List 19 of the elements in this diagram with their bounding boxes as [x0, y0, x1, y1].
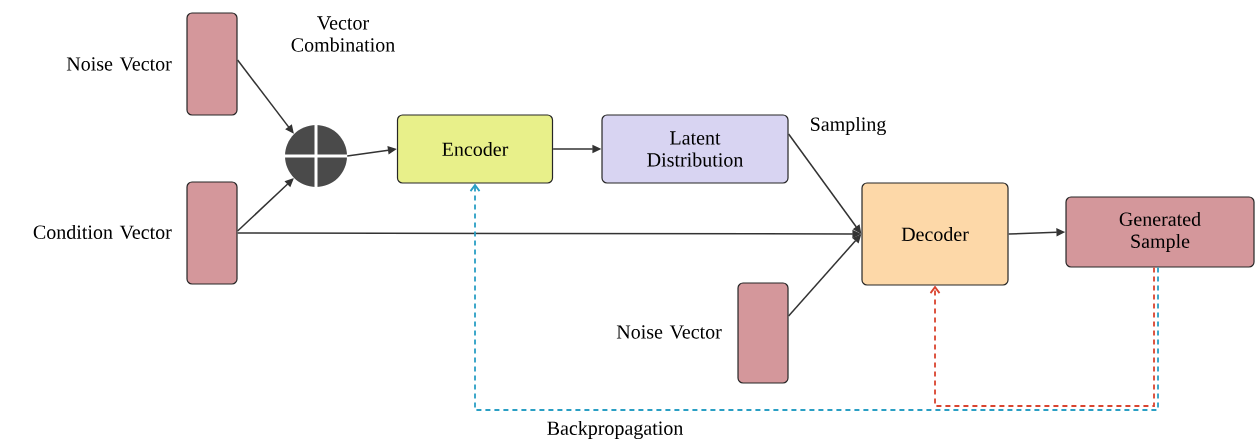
vector-box: [186, 181, 238, 285]
vector-box: [737, 282, 789, 384]
node-label: Condition Vector: [33, 224, 172, 240]
text-label: Vector Combination: [291, 16, 395, 52]
node-label: Noise Vector: [66, 57, 172, 71]
arrow: [469, 183, 1159, 411]
process-box: Generated Sample: [1065, 196, 1255, 268]
edge-label: Backpropagation: [545, 419, 685, 441]
arrow: [236, 59, 294, 134]
arrow: [929, 266, 1155, 407]
process-box: Latent Distribution: [601, 114, 789, 184]
vector-box: [186, 12, 238, 116]
arrow: [236, 178, 294, 232]
node-label: Noise Vector: [616, 325, 722, 339]
edge-label: Sampling: [808, 115, 888, 137]
process-box: Encoder: [396, 114, 554, 184]
combination-circle: [283, 123, 349, 189]
process-box: Decoder: [861, 182, 1009, 286]
arrow: [787, 133, 862, 234]
